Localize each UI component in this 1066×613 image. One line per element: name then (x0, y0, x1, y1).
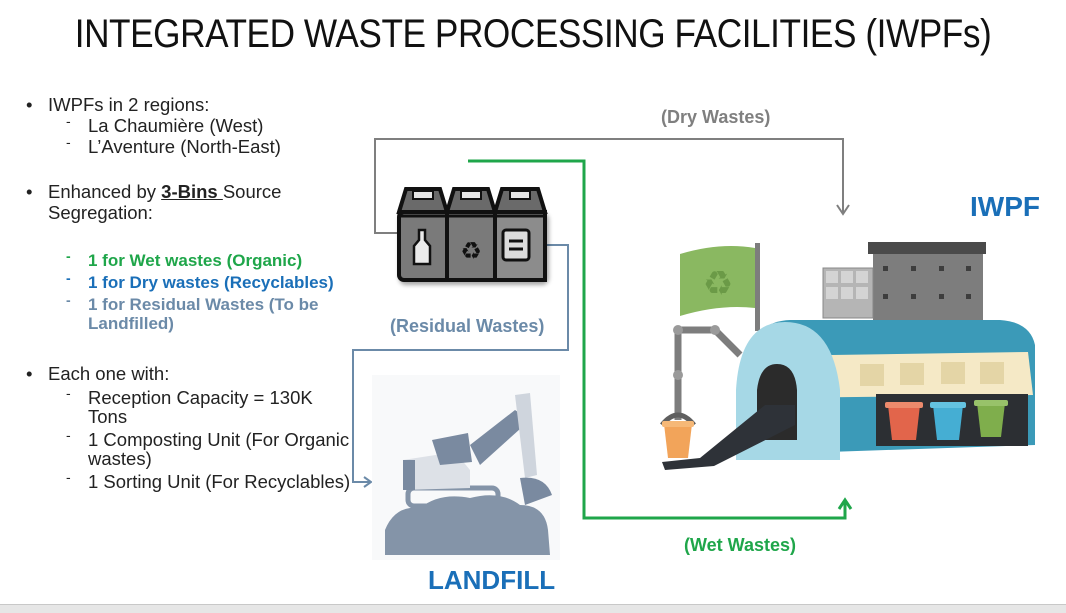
bullet-segregation: Enhanced by 3-Bins Source Segregation: (22, 181, 352, 223)
bottle-glyph (412, 228, 432, 266)
segregation-suffix: Source Segregation: (48, 181, 282, 223)
wet-waste-flow-line (468, 159, 847, 520)
wet-wastes-label: (Wet Wastes) (684, 535, 797, 555)
landfill-excavator-illustration (372, 375, 560, 560)
sub-bullet-capacity: Reception Capacity = 130K Tons (22, 384, 352, 426)
dry-waste-flow-line (374, 138, 844, 234)
bin-red (888, 405, 920, 440)
sub-bullet-wet: 1 for Wet wastes (Organic) (22, 247, 352, 270)
slide-title: INTEGRATED WASTE PROCESSING FACILITIES (… (74, 12, 992, 56)
bottom-scroll-bar (0, 604, 1066, 613)
sub-bullet-region: La Chaumière (West) (22, 111, 352, 136)
recycle-flag (680, 246, 755, 316)
landfill-label: LANDFILL (428, 565, 556, 595)
iwpf-label: IWPF (970, 191, 1040, 222)
three-bins-icon: ♻ (396, 187, 548, 282)
sub-bullet-region: L’Aventure (North-East) (22, 132, 352, 157)
sub-bullet-composting: 1 Composting Unit (For Organic wastes) (22, 426, 352, 468)
sub-bullet-residual: 1 for Residual Wastes (To be Landfilled) (22, 291, 352, 333)
wet-waste-arrowhead (837, 497, 853, 510)
residual-wastes-label: (Residual Wastes) (390, 316, 545, 336)
iwpf-facility-illustration: ♻ (660, 242, 1035, 470)
conveyor-belt (662, 405, 795, 470)
dry-waste-arrowhead (836, 204, 850, 216)
paper-glyph (501, 228, 531, 262)
bin-blue (933, 405, 963, 440)
svg-text:♻: ♻ (703, 264, 733, 304)
residual-waste-flow-line (352, 244, 569, 483)
recycle-glyph: ♻ (460, 237, 482, 265)
sub-bullet-sorting: 1 Sorting Unit (For Recyclables) (22, 468, 352, 491)
bullet-list: IWPFs in 2 regions: La Chaumière (West) … (22, 94, 352, 491)
dry-wastes-label: (Dry Wastes) (661, 107, 771, 127)
segregation-prefix: Enhanced by (48, 181, 162, 202)
bullet-each: Each one with: (22, 363, 352, 384)
bullet-regions: IWPFs in 2 regions: (22, 94, 352, 115)
residual-waste-arrowhead (363, 476, 373, 488)
bin-green (977, 403, 1005, 437)
segregation-emphasis: 3-Bins (161, 181, 223, 202)
sub-bullet-dry: 1 for Dry wastes (Recyclables) (22, 269, 352, 292)
bin-orange (664, 424, 692, 458)
